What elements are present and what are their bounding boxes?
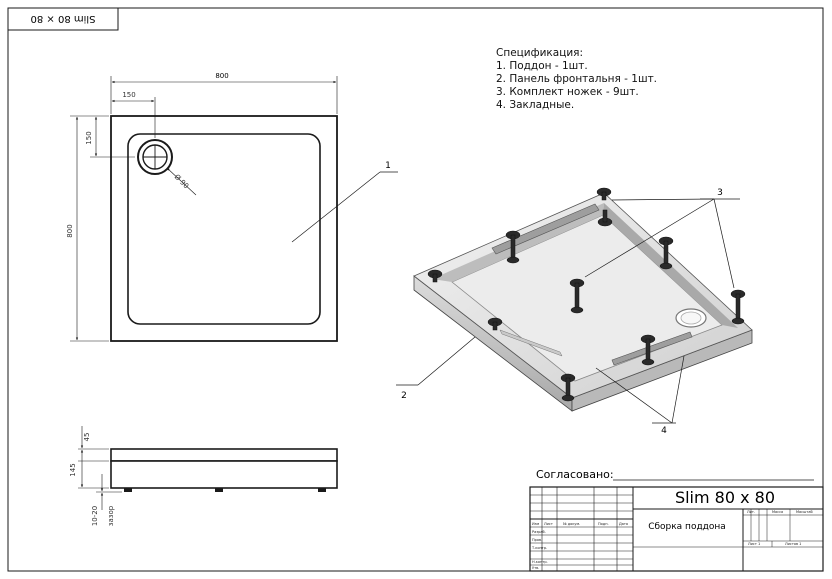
isometric-view: 2 3 4 [396,187,753,436]
leg [597,209,613,227]
product-name: Slim 80 x 80 [675,488,775,507]
leg [658,236,674,270]
leg [596,187,612,201]
callout-1-leader [291,171,381,243]
plan-view: 800 150 800 150 Ø 90 1 [66,72,398,342]
row-label: Т.контр. [531,546,547,550]
side-body [110,460,338,489]
diameter-leader [166,167,197,196]
corner-stamp: Slim 80 × 80 [30,13,95,24]
corner-stamp-box [7,7,119,31]
mounting-rail [499,329,563,357]
specification-title: Спецификация: [496,47,584,59]
callout-3-leader-a [611,198,715,201]
approval-label: Согласовано: [536,468,614,481]
specification-item: 3. Комплект ножек - 9шт. [496,86,639,98]
mass-label: Масса [772,510,783,514]
callout-3: 3 [717,188,723,198]
row-label: Пров. [532,538,542,542]
document-title: Сборка поддона [648,522,726,532]
callout-3-leader-c [713,198,735,289]
callout-3-leader-b [584,198,715,278]
callout-4-leader-a [595,367,673,424]
col-header: Лист [544,522,553,526]
col-header: Дата [619,522,628,526]
leg [560,373,576,402]
title-block-headers: Изм Лист № докум. Подп. Дата Разраб. Про… [531,510,813,570]
callout-2-leader [417,336,476,386]
dim-width: 800 [215,72,228,80]
specification: Спецификация: 1. Поддон - 1шт. 2. Панель… [496,47,657,112]
specification-item: 4. Закладные. [496,99,575,111]
leg [730,289,746,325]
leg [427,269,443,283]
callout-1: 1 [385,161,391,171]
callout-4: 4 [661,426,667,436]
leg [487,317,503,331]
row-label: Утв. [532,566,539,570]
mounting-rail [491,203,600,255]
side-foot [215,488,223,492]
side-view: 45 145 10-20 зазор [69,426,338,526]
specification-item: 2. Панель фронтальня - 1шт. [496,73,658,85]
dim-body: 145 [69,463,77,476]
dim-top: 45 [83,433,91,442]
side-foot [124,488,132,492]
side-rim [110,448,338,462]
callout-2: 2 [401,391,407,401]
row-label: Н.контр. [532,560,548,564]
dim-drain-y: 150 [85,131,93,144]
gap-label: зазор [107,505,115,526]
mounting-rail [611,331,693,366]
title-block [529,486,824,572]
lit-label: Лит. [747,510,755,514]
col-header: № докум. [563,522,580,526]
tray-bowl [127,133,321,325]
legs [427,187,746,402]
side-foot [318,488,326,492]
scale-label: Масштаб [796,510,813,514]
sheet-frame [7,7,824,572]
callout-4-leader-b [671,355,685,424]
leg [640,334,656,366]
drain-hole-inner [680,311,702,325]
sheets-label: Листов 1 [785,542,801,546]
col-header: Изм [532,522,539,526]
dim-height: 800 [66,224,74,237]
sheet-label: Лист 1 [748,542,760,546]
dim-drain-x: 150 [122,91,135,99]
dim-gap: 10-20 [91,506,99,526]
row-label: Разраб. [532,530,546,534]
specification-item: 1. Поддон - 1шт. [496,60,588,72]
leg [505,230,521,264]
leg [569,278,585,314]
col-header: Подп. [598,522,609,526]
